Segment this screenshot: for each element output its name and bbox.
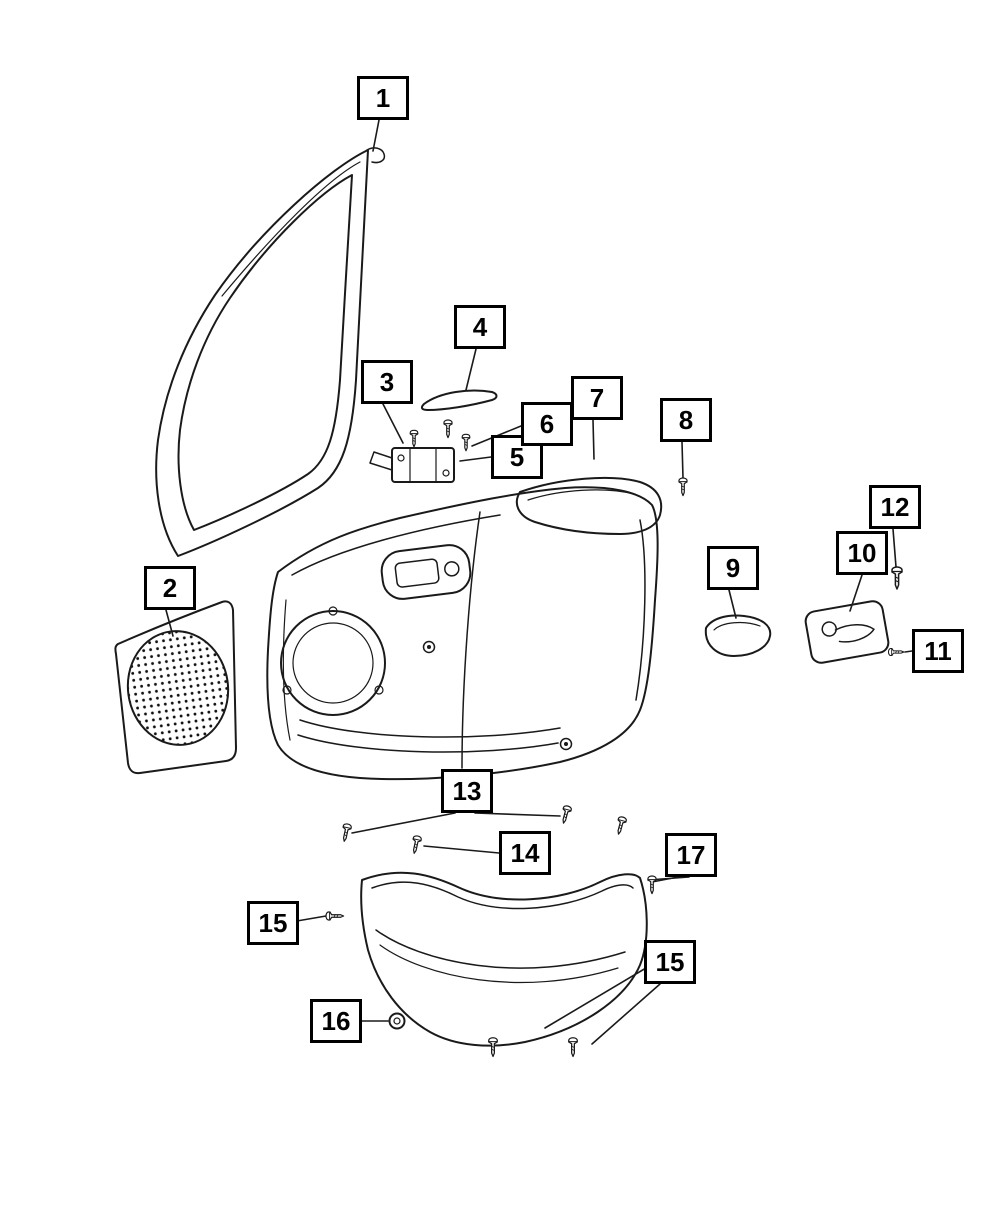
handle-screw (891, 566, 903, 590)
panel-screw (678, 477, 688, 497)
pull-cup (704, 614, 772, 657)
callout-3: 3 (361, 360, 413, 404)
speaker-grille (114, 600, 237, 775)
callout-15-left: 15 (247, 901, 299, 945)
side-screw (887, 647, 905, 657)
callout-6: 6 (521, 402, 573, 446)
callout-13: 13 (441, 769, 493, 813)
callout-10: 10 (836, 531, 888, 575)
callout-16: 16 (310, 999, 362, 1043)
callout-8: 8 (660, 398, 712, 442)
lower-pocket-panel (360, 871, 648, 1047)
callout-12: 12 (869, 485, 921, 529)
door-trim-panel (266, 486, 659, 781)
callout-2: 2 (144, 566, 196, 610)
inside-handle-bezel (804, 600, 890, 664)
window-seal (155, 147, 386, 557)
callout-15-right: 15 (644, 940, 696, 984)
callout-11: 11 (912, 629, 964, 673)
callout-9: 9 (707, 546, 759, 590)
trim-strip (420, 389, 498, 439)
push-nut (388, 1012, 406, 1030)
callout-1: 1 (357, 76, 409, 120)
callout-17: 17 (665, 833, 717, 877)
armrest (515, 476, 663, 535)
bracket (369, 429, 471, 483)
fasteners (325, 804, 657, 1058)
callout-4: 4 (454, 305, 506, 349)
callout-14: 14 (499, 831, 551, 875)
callout-7: 7 (571, 376, 623, 420)
